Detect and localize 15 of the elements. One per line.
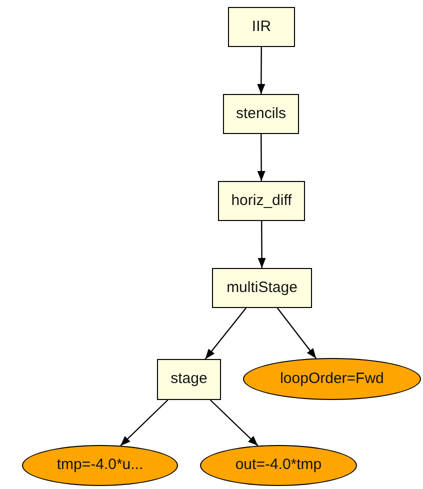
attribute-ellipse: loopOrder=Fwd bbox=[243, 358, 421, 400]
attribute-ellipse: tmp=-4.0*u... bbox=[22, 445, 178, 486]
arrow bbox=[276, 308, 317, 359]
arrow bbox=[257, 47, 266, 94]
node-box: stencils bbox=[223, 94, 299, 134]
node-box: horiz_diff bbox=[218, 181, 305, 221]
node-box: stage bbox=[157, 359, 221, 400]
arrow bbox=[257, 134, 266, 181]
node-box: multiStage bbox=[212, 268, 312, 308]
node-box: IIR bbox=[228, 7, 295, 47]
arrow bbox=[120, 400, 168, 446]
attribute-ellipse: out=-4.0*tmp bbox=[200, 445, 357, 486]
arrow bbox=[210, 400, 258, 446]
arrow bbox=[204, 308, 247, 360]
arrow bbox=[258, 221, 266, 268]
